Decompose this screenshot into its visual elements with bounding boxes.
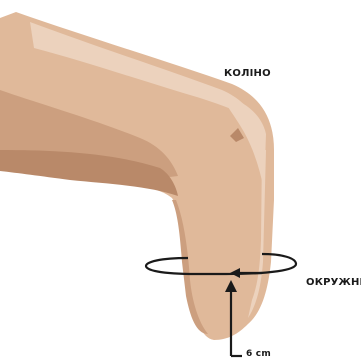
knee-label: КОЛІНО xyxy=(224,68,271,79)
circumference-label: ОКРУЖНІСТЬ xyxy=(306,277,361,288)
distance-label: 6 cm xyxy=(246,349,271,359)
